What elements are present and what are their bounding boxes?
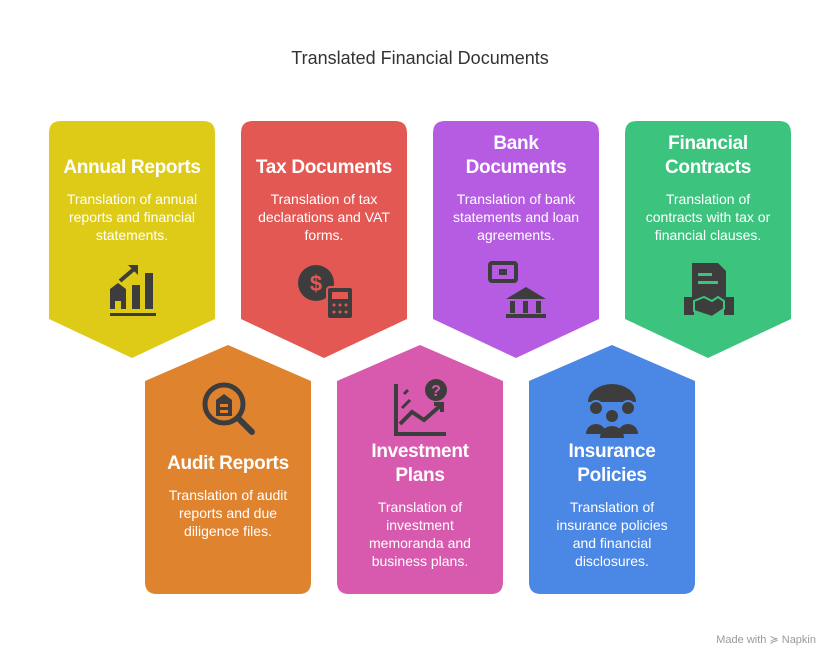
card-shape xyxy=(433,121,599,358)
card-description: Translation of tax declarations and VAT … xyxy=(258,191,390,243)
card-description: Translation of investment memoranda and … xyxy=(369,499,471,569)
card-title: Bank Documents xyxy=(465,133,567,178)
footer-brand: Napkin xyxy=(781,634,816,646)
card-tax-documents: Tax Documents Translation of tax declara… xyxy=(241,121,407,358)
card-investment-plans: Investment Plans Translation of investme… xyxy=(337,345,503,594)
growth-chart-icon xyxy=(110,265,156,316)
card-audit-reports: Audit Reports Translation of audit repor… xyxy=(145,345,311,594)
bank-icon xyxy=(488,261,546,318)
card-description: Translation of annual reports and financ… xyxy=(66,191,198,243)
card-title: Insurance Policies xyxy=(568,441,656,486)
footer-label: Made with xyxy=(716,634,767,646)
dollar-calculator-icon: $ xyxy=(298,265,354,319)
card-shape xyxy=(145,345,311,594)
card-shape xyxy=(529,345,695,594)
card-title: Audit Reports xyxy=(167,453,289,474)
card-shape xyxy=(337,345,503,594)
card-bank-documents: Bank Documents Translation of bank state… xyxy=(433,121,599,358)
card-description: Translation of insurance policies and fi… xyxy=(556,499,668,569)
card-shape xyxy=(625,121,791,358)
card-insurance-policies: Insurance Policies Translation of insura… xyxy=(529,345,695,594)
card-title: Tax Documents xyxy=(255,157,393,178)
card-shape xyxy=(241,121,407,358)
card-shape xyxy=(49,121,215,358)
svg-text:$: $ xyxy=(310,271,322,296)
card-description: Translation of contracts with tax or fin… xyxy=(645,191,771,243)
made-with-napkin: Made with ≽ Napkin xyxy=(716,633,816,646)
umbrella-people-icon xyxy=(586,384,638,438)
napkin-logo-icon: ≽ xyxy=(769,634,779,646)
magnifier-building-icon xyxy=(202,382,255,435)
card-description: Translation of audit reports and due dil… xyxy=(168,487,288,539)
chart-question-icon: ? xyxy=(394,379,447,436)
diagram-title: Translated Financial Documents xyxy=(291,48,549,68)
card-title: Investment Plans xyxy=(371,441,469,486)
card-financial-contracts: Financial Contracts Translation of contr… xyxy=(625,121,791,358)
card-annual-reports: Annual Reports Translation of annual rep… xyxy=(49,121,215,358)
card-description: Translation of bank statements and loan … xyxy=(452,191,580,243)
contract-handshake-icon xyxy=(684,263,734,319)
card-title: Annual Reports xyxy=(63,157,201,178)
svg-text:?: ? xyxy=(431,383,441,400)
card-title: Financial Contracts xyxy=(665,133,751,178)
